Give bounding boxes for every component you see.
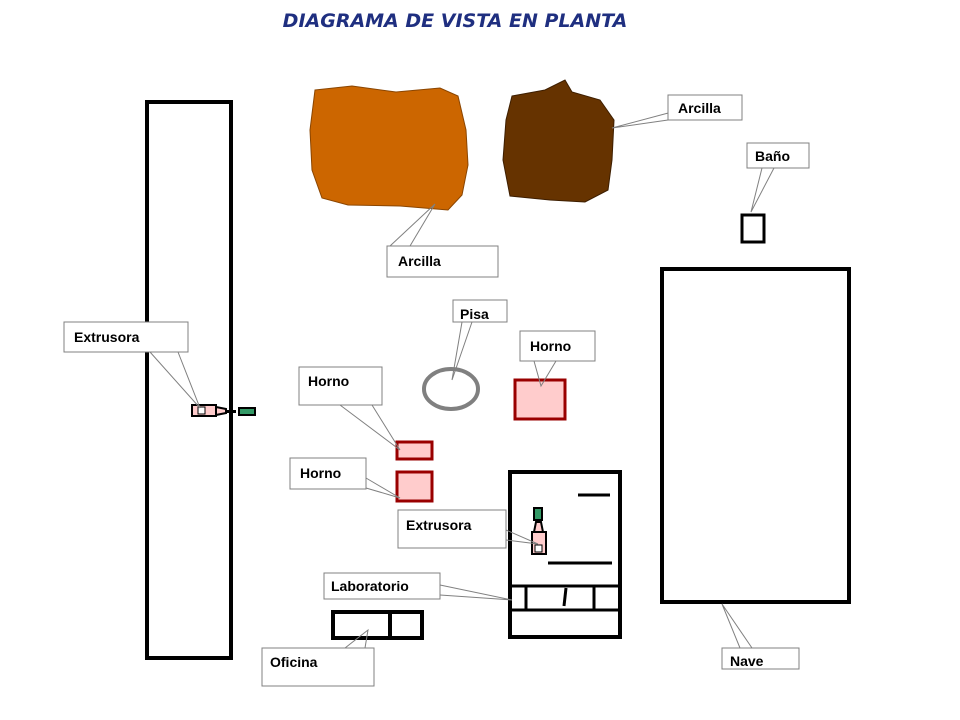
- callout-arcilla-top: Arcilla: [611, 94, 743, 129]
- callout-arcilla-bottom: Arcilla: [386, 203, 499, 278]
- extruder-center: [531, 507, 547, 555]
- callout-extrusora-center: Extrusora: [397, 509, 539, 549]
- callout-bano-text: Baño: [755, 148, 790, 164]
- extruder-center-window: [534, 544, 543, 553]
- callout-pisa: Pisa: [451, 299, 508, 381]
- diagram-title: DIAGRAMA DE VISTA EN PLANTA: [283, 10, 628, 32]
- extruder-left-rod: [226, 410, 236, 413]
- office-block: [331, 610, 424, 640]
- callout-horno-lower: Horno: [289, 457, 401, 499]
- left-building: [145, 100, 233, 660]
- callout-horno-middle-text: Horno: [308, 373, 349, 389]
- callout-horno-right-text: Horno: [530, 338, 571, 354]
- extruder-left-block: [238, 407, 256, 416]
- lab-divider-2: [562, 587, 568, 607]
- extruder-left-window: [197, 406, 206, 415]
- oven-large: [513, 378, 567, 421]
- extruder-center-block: [533, 507, 543, 521]
- callout-horno-middle: Horno: [298, 366, 401, 451]
- oven-small-bottom: [395, 470, 434, 503]
- callout-arcilla-top-text: Arcilla: [678, 100, 721, 116]
- callout-nave-text: Nave: [730, 653, 764, 669]
- callout-laboratorio-text: Laboratorio: [331, 578, 409, 594]
- pisa-circle: [422, 367, 480, 411]
- callout-nave: Nave: [721, 603, 800, 670]
- extruder-left: [191, 404, 256, 417]
- bathroom-square: [740, 213, 766, 244]
- extruder-center-nozzle: [532, 521, 545, 533]
- lab-building: [508, 470, 622, 639]
- callout-laboratorio: Laboratorio: [323, 572, 513, 601]
- extruder-left-nozzle: [215, 405, 227, 417]
- clay-pile-dark: [502, 79, 615, 203]
- nave-building: [660, 267, 851, 604]
- callout-extrusora-left: Extrusora: [63, 321, 201, 409]
- callout-oficina-text: Oficina: [270, 654, 318, 670]
- oven-small-top: [395, 440, 434, 461]
- callout-horno-right: Horno: [519, 330, 596, 388]
- callout-bano: Baño: [746, 142, 810, 213]
- callout-extrusora-left-text: Extrusora: [74, 329, 140, 345]
- callout-extrusora-center-text: Extrusora: [406, 517, 472, 533]
- callout-horno-lower-text: Horno: [300, 465, 341, 481]
- callout-oficina: Oficina: [261, 628, 375, 687]
- callout-arcilla-bottom-text: Arcilla: [398, 253, 441, 269]
- callout-pisa-text: Pisa: [460, 306, 489, 322]
- clay-pile-light: [309, 85, 469, 211]
